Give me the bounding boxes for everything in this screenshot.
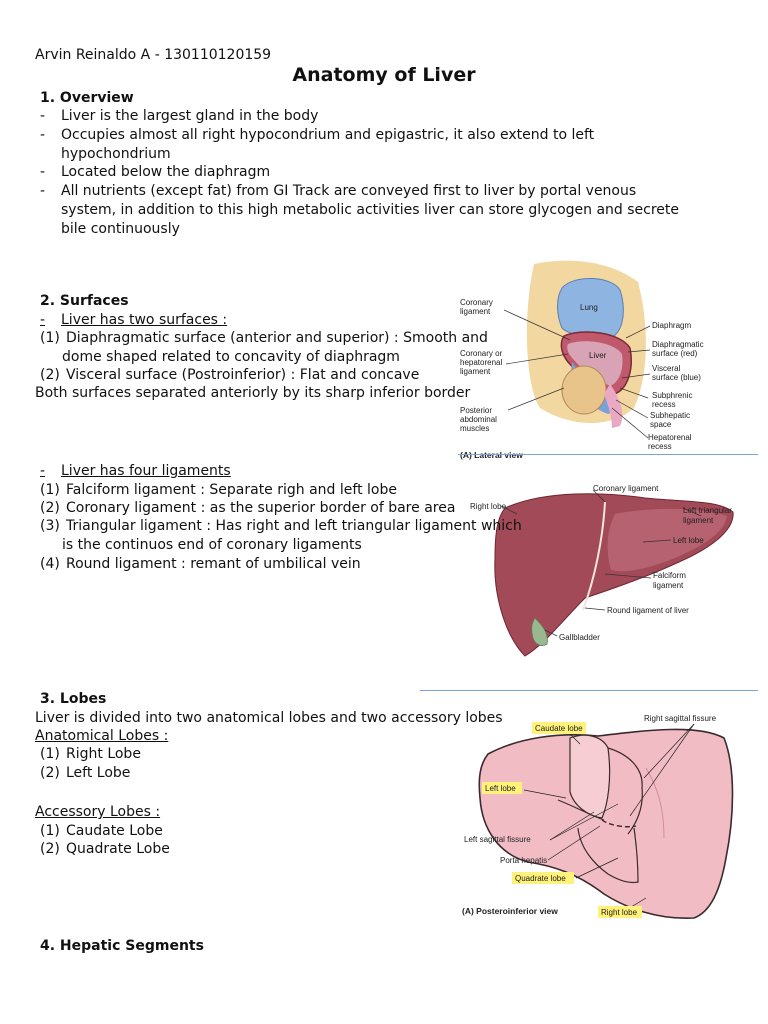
- label-right-lobe: Right lobe: [601, 908, 638, 917]
- overview-item-continued: system, in addition to this high metabol…: [61, 202, 680, 218]
- label-round-ligament: Round ligament of liver: [607, 606, 689, 615]
- lobes-heading: 3. Lobes: [40, 691, 107, 707]
- anatomical-lobe-item: (1)Right Lobe: [40, 746, 141, 762]
- author-line: Arvin Reinaldo A - 130110120159: [35, 47, 272, 63]
- surfaces-note: Both surfaces separated anteriorly by it…: [35, 385, 471, 401]
- label-left-lobe: Left lobe: [673, 536, 704, 545]
- label-right-lobe: Right lobe: [470, 502, 507, 511]
- overview-item: -Occupies almost all right hypocondrium …: [40, 127, 595, 143]
- label-right-sagittal-fissure: Right sagittal fissure: [644, 714, 717, 723]
- label-subhepatic-2: space: [650, 420, 672, 429]
- page-title: Anatomy of Liver: [292, 64, 476, 86]
- anatomical-lobe-item: (2)Left Lobe: [40, 765, 131, 781]
- surfaces-heading: 2. Surfaces: [40, 293, 129, 309]
- label-coronary-hepatorenal-3: ligament: [460, 367, 491, 376]
- label-left-sagittal-fissure: Left sagittal fissure: [464, 835, 531, 844]
- surface-item-continued: dome shaped related to concavity of diap…: [62, 349, 400, 365]
- caption-lateral: (A) Lateral view: [460, 450, 523, 460]
- label-diaphragm: Diaphragm: [652, 321, 691, 330]
- anatomical-lobes-heading: Anatomical Lobes :: [35, 728, 169, 744]
- liver-lateral-view-figure: Lung Liver Coronary ligament Diaphragm C…: [460, 260, 704, 460]
- accessory-lobe-item: (1)Caudate Lobe: [40, 823, 163, 839]
- ligament-item: (4)Round ligament : remant of umbilical …: [40, 556, 361, 572]
- overview-item-continued: bile continuously: [61, 221, 180, 237]
- ligament-item: (1)Falciform ligament : Separate righ an…: [40, 482, 397, 498]
- label-left-lobe: Left lobe: [485, 784, 516, 793]
- accessory-lobe-item: (2)Quadrate Lobe: [40, 841, 170, 857]
- label-diaphragmatic-2: surface (red): [652, 349, 698, 358]
- label-subphrenic-1: Subphrenic: [652, 391, 692, 400]
- label-visceral-2: surface (blue): [652, 373, 701, 382]
- lobes-intro: Liver is divided into two anatomical lob…: [35, 710, 503, 726]
- divider: [458, 454, 758, 455]
- label-coronary-hepatorenal-2: hepatorenal: [460, 358, 502, 367]
- ligaments-intro: -Liver has four ligaments: [40, 463, 231, 479]
- label-visceral-1: Visceral: [652, 364, 681, 373]
- label-posterior-3: muscles: [460, 424, 489, 433]
- label-quadrate-lobe: Quadrate lobe: [515, 874, 566, 883]
- overview-item: -Located below the diaphragm: [40, 164, 271, 180]
- label-diaphragmatic-1: Diaphragmatic: [652, 340, 704, 349]
- label-falciform-1: Falciform: [653, 571, 686, 580]
- label-hepatorenal-2: recess: [648, 442, 672, 451]
- label-liver: Liver: [589, 351, 607, 360]
- ligament-item: (2)Coronary ligament : as the superior b…: [40, 500, 456, 516]
- label-posterior-2: abdominal: [460, 415, 497, 424]
- caption-posteroinferior: (A) Posteroinferior view: [462, 906, 558, 916]
- label-subphrenic-2: recess: [652, 400, 676, 409]
- label-lung: Lung: [580, 303, 598, 312]
- overview-item-continued: hypochondrium: [61, 146, 171, 162]
- label-coronary-2: ligament: [460, 307, 491, 316]
- divider: [420, 690, 758, 691]
- liver-posteroinferior-view-figure: Caudate lobe Right sagittal fissure Left…: [462, 714, 734, 919]
- label-subhepatic-1: Subhepatic: [650, 411, 690, 420]
- liver-anterior-view-figure: Right lobe Coronary ligament Left triang…: [470, 484, 734, 657]
- label-gallbladder: Gallbladder: [559, 633, 600, 642]
- label-coronary-hepatorenal-1: Coronary or: [460, 349, 503, 358]
- segments-heading: 4. Hepatic Segments: [40, 938, 204, 954]
- overview-item: -All nutrients (except fat) from GI Trac…: [40, 183, 637, 199]
- label-coronary: Coronary ligament: [593, 484, 659, 493]
- label-left-triangular-1: Left triangular: [683, 506, 732, 515]
- label-posterior-1: Posterior: [460, 406, 492, 415]
- ligament-item: (3)Triangular ligament : Has right and l…: [40, 518, 522, 534]
- label-falciform-2: ligament: [653, 581, 684, 590]
- overview-heading: 1. Overview: [40, 90, 134, 106]
- label-hepatorenal-1: Hepatorenal: [648, 433, 692, 442]
- surface-item: (2)Visceral surface (Postroinferior) : F…: [40, 367, 420, 383]
- surfaces-intro: -Liver has two surfaces :: [40, 312, 228, 328]
- label-coronary-1: Coronary: [460, 298, 493, 307]
- overview-item: -Liver is the largest gland in the body: [40, 108, 319, 124]
- label-caudate-lobe: Caudate lobe: [535, 724, 583, 733]
- surface-item: (1)Diaphragmatic surface (anterior and s…: [40, 330, 488, 346]
- label-left-triangular-2: ligament: [683, 516, 714, 525]
- accessory-lobes-heading: Accessory Lobes :: [35, 804, 161, 820]
- label-porta-hepatis: Porta hepatis: [500, 856, 547, 865]
- ligament-item-continued: is the continuos end of coronary ligamen…: [62, 537, 362, 553]
